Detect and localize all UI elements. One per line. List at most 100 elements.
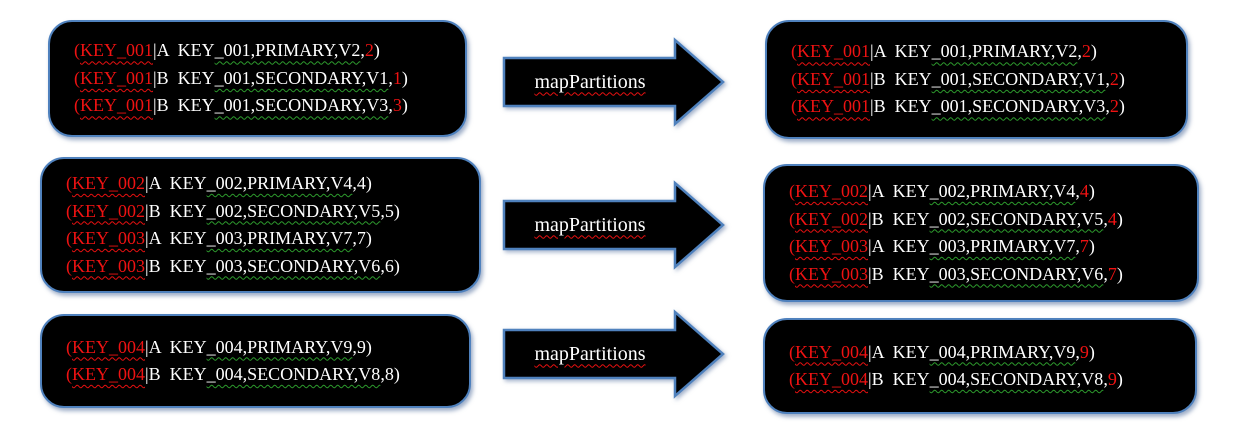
- tuple-segment: 2: [1081, 41, 1091, 62]
- tuple-segment: (: [66, 228, 72, 248]
- tuple-segment: ,: [1103, 208, 1108, 229]
- tuple-segment: |A KEY: [145, 173, 207, 193]
- tuple-segment: ,: [1075, 181, 1080, 201]
- tuple-segment: |A KEY: [153, 40, 215, 61]
- tuple-line: (KEY_002|B KEY_002,SECONDARY,V5,4): [789, 206, 1197, 234]
- output-partition-box-3: (KEY_004|A KEY_004,PRIMARY,V9,9)(KEY_004…: [763, 318, 1197, 414]
- tuple-segment: 2: [364, 40, 374, 61]
- tuple-segment: 2: [1109, 96, 1119, 117]
- tuple-segment: KEY_002: [795, 181, 868, 201]
- tuple-segment: |B KEY: [153, 95, 215, 116]
- tuple-segment: _003,SECONDARY,V6: [929, 263, 1104, 284]
- input-partition-box-2: (KEY_002|A KEY_002,PRIMARY,V4,4)(KEY_002…: [40, 157, 481, 293]
- tuple-line: (KEY_001|B KEY_001,SECONDARY,V3,3): [74, 92, 465, 120]
- tuple-segment: |A KEY: [145, 336, 207, 357]
- tuple-line: (KEY_001|A KEY_001,PRIMARY,V2,2): [74, 37, 465, 65]
- output-partition-box-2: (KEY_002|A KEY_002,PRIMARY,V4,4)(KEY_002…: [763, 164, 1199, 302]
- map-partitions-arrow-1: mapPartitions: [502, 37, 725, 127]
- tuple-segment: KEY_003: [795, 236, 868, 256]
- output-partition-box-1: (KEY_001|A KEY_001,PRIMARY,V2,2)(KEY_001…: [765, 20, 1188, 139]
- tuple-segment: _002,SECONDARY,V5: [206, 200, 381, 221]
- tuple-segment: 4: [1079, 181, 1089, 201]
- tuple-segment: KEY_001: [797, 41, 870, 62]
- tuple-segment: ): [1088, 181, 1095, 201]
- tuple-segment: _003,PRIMARY,V7: [929, 236, 1076, 256]
- tuple-segment: _004,PRIMARY,V9: [206, 336, 353, 357]
- tuple-segment: KEY_001: [80, 40, 153, 61]
- tuple-segment: KEY_004: [795, 369, 868, 389]
- tuple-line: (KEY_001|A KEY_001,PRIMARY,V2,2): [791, 38, 1186, 66]
- tuple-segment: ,6): [380, 255, 400, 276]
- tuple-line: (KEY_001|B KEY_001,SECONDARY,V3,2): [791, 93, 1186, 121]
- tuple-segment: _001,PRIMARY,V2: [931, 41, 1078, 62]
- tuple-segment: ): [1116, 369, 1123, 389]
- tuple-segment: ,: [388, 67, 393, 88]
- tuple-line: (KEY_004|B KEY_004,SECONDARY,V8,9): [789, 366, 1195, 394]
- tuple-segment: (: [789, 208, 795, 229]
- tuple-segment: KEY_002: [72, 200, 145, 221]
- right-block-arrow-icon: [502, 180, 725, 270]
- tuple-segment: |B KEY: [870, 96, 932, 117]
- tuple-segment: (: [74, 95, 80, 116]
- tuple-segment: ,: [388, 95, 393, 116]
- tuple-segment: ,: [1077, 41, 1082, 62]
- tuple-segment: |B KEY: [868, 208, 930, 229]
- map-partitions-arrow-3: mapPartitions: [502, 309, 725, 399]
- tuple-line: (KEY_001|B KEY_001,SECONDARY,V1,2): [791, 66, 1186, 94]
- tuple-line: (KEY_002|B KEY_002,SECONDARY,V5,5): [66, 198, 479, 226]
- tuple-segment: ,: [1105, 68, 1110, 89]
- tuple-segment: _002,PRIMARY,V4: [929, 181, 1076, 201]
- tuple-segment: |A KEY: [868, 341, 930, 362]
- tuple-line: (KEY_001|B KEY_001,SECONDARY,V1,1): [74, 65, 465, 93]
- tuple-segment: |B KEY: [145, 364, 207, 384]
- tuple-segment: 4: [1107, 208, 1117, 229]
- tuple-segment: _002,PRIMARY,V4: [206, 173, 353, 193]
- tuple-line: (KEY_002|A KEY_002,PRIMARY,V4,4): [789, 178, 1197, 206]
- arrow-label-text: mapPartitions: [534, 70, 646, 93]
- tuple-segment: |B KEY: [145, 255, 207, 276]
- tuple-segment: (: [791, 41, 797, 62]
- tuple-segment: (: [789, 369, 795, 389]
- tuple-segment: 3: [392, 95, 402, 116]
- tuple-segment: (: [66, 364, 72, 384]
- tuple-segment: ,8): [380, 364, 400, 384]
- map-partitions-arrow-2: mapPartitions: [502, 180, 725, 270]
- tuple-line: (KEY_002|A KEY_002,PRIMARY,V4,4): [66, 170, 479, 198]
- tuple-segment: ,: [1105, 96, 1110, 117]
- tuple-segment: ,5): [380, 200, 400, 221]
- tuple-segment: KEY_001: [80, 95, 153, 116]
- tuple-segment: (: [789, 263, 795, 284]
- tuple-segment: (: [791, 68, 797, 89]
- tuple-line: (KEY_003|A KEY_003,PRIMARY,V7,7): [66, 225, 479, 253]
- tuple-segment: ): [401, 67, 408, 88]
- arrow-label: mapPartitions: [505, 202, 675, 248]
- tuple-segment: 7: [1079, 236, 1089, 256]
- input-partition-box-1: (KEY_001|A KEY_001,PRIMARY,V2,2)(KEY_001…: [48, 20, 467, 137]
- arrow-label: mapPartitions: [505, 59, 675, 105]
- tuple-line: (KEY_004|A KEY_004,PRIMARY,V9,9): [789, 339, 1195, 367]
- tuple-segment: KEY_001: [797, 68, 870, 89]
- tuple-segment: ): [373, 40, 380, 61]
- arrow-label-text: mapPartitions: [534, 342, 646, 365]
- tuple-segment: _004,SECONDARY,V8: [206, 364, 381, 384]
- right-block-arrow-icon: [502, 309, 725, 399]
- tuple-segment: ): [1088, 341, 1095, 362]
- tuple-segment: _001,SECONDARY,V3: [931, 96, 1106, 117]
- tuple-segment: (: [66, 200, 72, 221]
- tuple-segment: (: [789, 181, 795, 201]
- arrow-label-text: mapPartitions: [534, 213, 646, 236]
- tuple-segment: |B KEY: [145, 200, 207, 221]
- tuple-segment: ,: [360, 40, 365, 61]
- input-partition-box-3: (KEY_004|A KEY_004,PRIMARY,V9,9)(KEY_004…: [40, 314, 471, 408]
- tuple-segment: ,4): [352, 173, 372, 193]
- tuple-segment: 7: [1107, 263, 1117, 284]
- tuple-segment: KEY_003: [72, 255, 145, 276]
- arrow-label: mapPartitions: [505, 331, 675, 377]
- tuple-segment: KEY_004: [795, 341, 868, 362]
- tuple-segment: ): [1090, 41, 1097, 62]
- tuple-segment: (: [74, 67, 80, 88]
- tuple-segment: ): [1116, 208, 1123, 229]
- tuple-segment: (: [66, 255, 72, 276]
- tuple-segment: |B KEY: [870, 68, 932, 89]
